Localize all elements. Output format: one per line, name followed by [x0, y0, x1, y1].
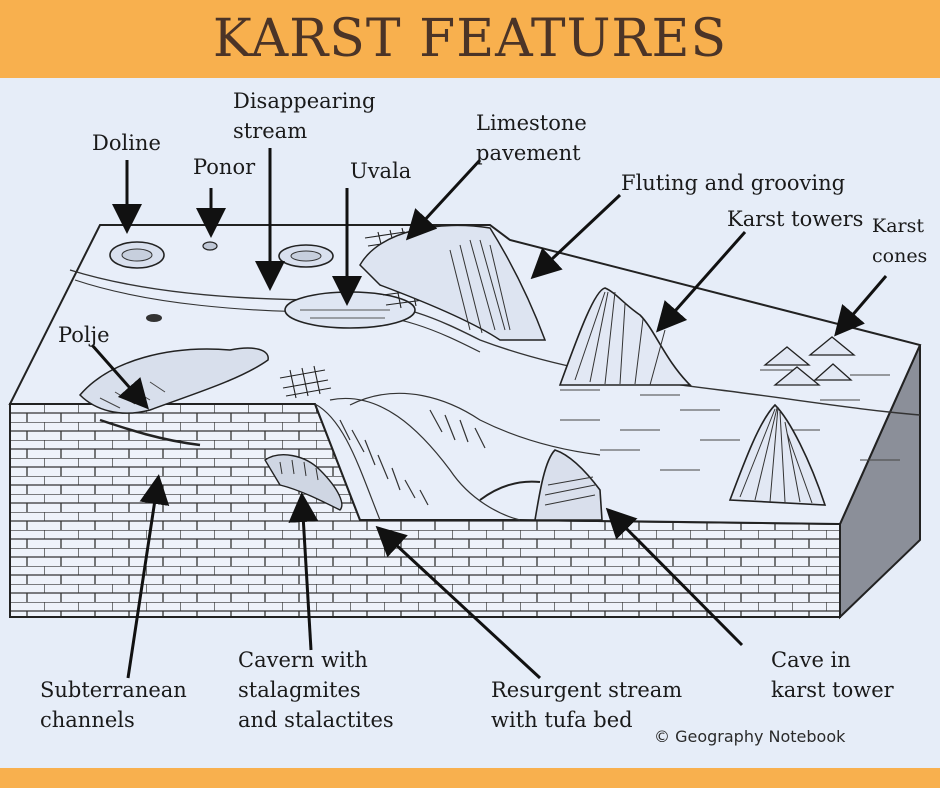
resurgent-stream	[479, 480, 541, 501]
label-disappearing-stream: Disappearing stream	[233, 89, 376, 143]
label-doline: Doline	[92, 131, 161, 155]
cave-tower	[534, 449, 603, 521]
karst-tower-main	[558, 287, 692, 386]
sinkhole	[146, 314, 162, 322]
fluting-lines	[449, 239, 511, 334]
page-title: KARST FEATURES	[212, 9, 728, 69]
river	[69, 269, 921, 416]
pointer-arrows	[90, 148, 888, 680]
label-cave-in-karst-tower: Cave in karst tower	[771, 648, 894, 702]
ponor-hole	[202, 241, 218, 251]
label-fluting-grooving: Fluting and grooving	[621, 171, 846, 195]
label-ponor: Ponor	[193, 155, 256, 179]
label-subterranean-channels: Subterranean channels	[40, 678, 187, 732]
label-uvala: Uvala	[350, 159, 412, 183]
label-cavern: Cavern with stalagmites and stalactites	[238, 648, 394, 732]
label-resurgent-stream: Resurgent stream with tufa bed	[491, 678, 683, 732]
footer-bar	[0, 768, 940, 788]
subterranean-channel	[99, 418, 201, 447]
label-limestone-pavement: Limestone pavement	[476, 111, 587, 165]
credit-text: © Geography Notebook	[654, 727, 846, 746]
karst-tower-right	[728, 403, 827, 506]
karst-block-diagram	[8, 148, 922, 680]
title-banner: KARST FEATURES	[0, 0, 940, 78]
label-polje: Polje	[58, 323, 110, 347]
karst-cones	[763, 336, 856, 386]
canyon	[314, 392, 601, 521]
label-karst-cones: Karst cones	[872, 215, 928, 267]
label-karst-towers: Karst towers	[727, 207, 864, 231]
